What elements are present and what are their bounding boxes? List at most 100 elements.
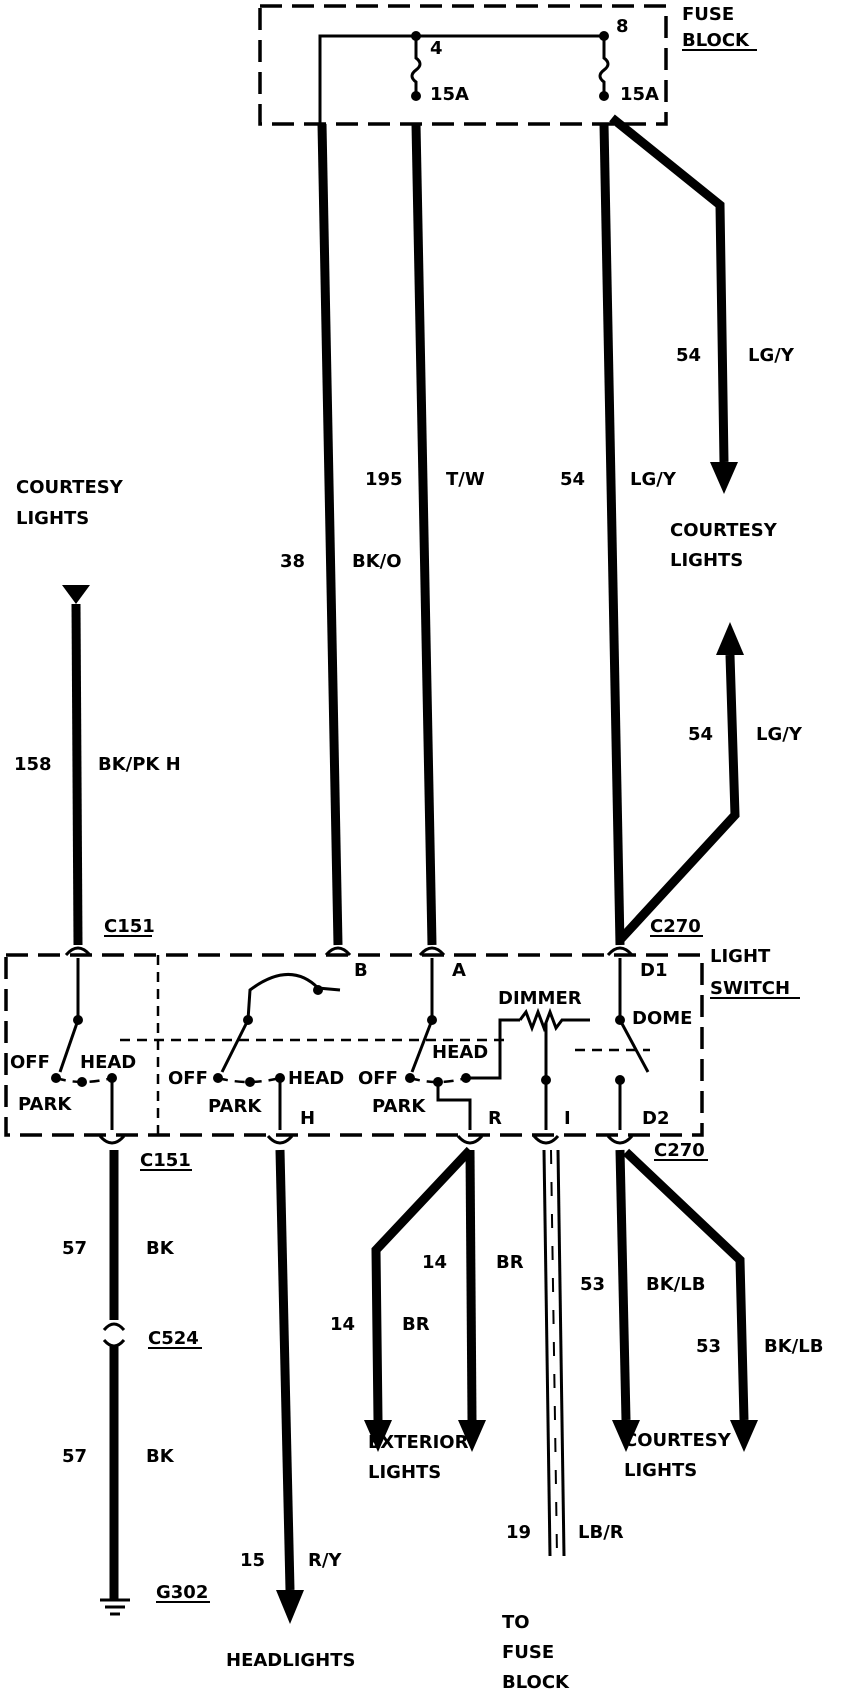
- fuse-block-outline: [258, 4, 668, 126]
- connector-c524: C524: [148, 1328, 199, 1349]
- light-switch-outline: [4, 953, 704, 1137]
- wire-14-right: [465, 1149, 477, 1421]
- pin-b: B: [354, 960, 368, 981]
- wire-57-top-number: 57: [62, 1238, 87, 1259]
- arrow-up-icon: [716, 622, 744, 655]
- fuse-bus: [318, 34, 606, 124]
- wire-54-lower: [616, 654, 740, 944]
- dimmer-label: DIMMER: [498, 988, 582, 1009]
- headlights-label: HEADLIGHTS: [226, 1650, 355, 1671]
- arrow-down-icon: [62, 585, 90, 604]
- courtesy-top-right-line2: LIGHTS: [670, 550, 743, 571]
- wire-53-left-color: BK/LB: [646, 1274, 705, 1295]
- wire-54-main-color: LG/Y: [630, 469, 677, 490]
- arrow-down-icon: [710, 462, 738, 494]
- courtesy-bottom-line1: COURTESY: [624, 1430, 732, 1451]
- connector-icon: [324, 946, 352, 957]
- wire-53-left-number: 53: [580, 1274, 605, 1295]
- fuse-8-pin: 8: [616, 16, 629, 37]
- fuse-4-rating: 15A: [430, 84, 469, 105]
- wire-15: [275, 1149, 295, 1591]
- wire-57-bottom-color: BK: [146, 1446, 175, 1467]
- wire-19-number: 19: [506, 1522, 531, 1543]
- pin-a: A: [452, 960, 466, 981]
- connector-c270-bottom: C270: [654, 1140, 705, 1161]
- wire-57-top-color: BK: [146, 1238, 175, 1259]
- fuse-8-icon: [598, 36, 610, 96]
- wire-54-main-number: 54: [560, 469, 585, 490]
- light-switch-title-2: SWITCH: [710, 978, 790, 999]
- sw2-park: PARK: [208, 1096, 262, 1117]
- arrow-down-icon: [364, 1420, 392, 1452]
- pin-h: H: [300, 1108, 315, 1129]
- wire-195-color: T/W: [446, 469, 485, 490]
- courtesy-left-line2: LIGHTS: [16, 508, 89, 529]
- dome-label: DOME: [632, 1008, 692, 1029]
- wire-38: [317, 123, 343, 946]
- fuse-block: FUSE BLOCK 4 15A 8 15A: [258, 4, 757, 126]
- connector-c524-icon: [102, 1322, 126, 1332]
- wire-19-color: LB/R: [578, 1522, 624, 1543]
- courtesy-left-line1: COURTESY: [16, 477, 124, 498]
- courtesy-top-right-line1: COURTESY: [670, 520, 778, 541]
- wire-15-number: 15: [240, 1550, 265, 1571]
- wire-53-right-number: 53: [696, 1336, 721, 1357]
- wire-14-left: [371, 1146, 474, 1421]
- sw2-off: OFF: [168, 1068, 208, 1089]
- connector-g302: G302: [156, 1582, 208, 1603]
- exterior-line2: LIGHTS: [368, 1462, 441, 1483]
- fuse-8-rating: 15A: [620, 84, 659, 105]
- fuse-dest-line2: FUSE: [502, 1642, 554, 1663]
- sw3-off: OFF: [358, 1068, 398, 1089]
- connector-icon: [532, 1134, 560, 1145]
- wire-54-lower-color: LG/Y: [756, 724, 803, 745]
- light-switch: LIGHT SWITCH OFF HEAD PARK OFF HEAD PARK: [4, 946, 800, 1137]
- wire-158: [71, 603, 83, 946]
- pin-d2: D2: [642, 1108, 669, 1129]
- wire-158-number: 158: [14, 754, 52, 775]
- connector-c270-top: C270: [650, 916, 701, 937]
- sw1-off: OFF: [10, 1052, 50, 1073]
- arrow-down-icon: [458, 1420, 486, 1452]
- connector-icon: [98, 1134, 126, 1145]
- wire-54-upper-number: 54: [676, 345, 701, 366]
- courtesy-bottom-line2: LIGHTS: [624, 1460, 697, 1481]
- wire-57-bottom-number: 57: [62, 1446, 87, 1467]
- wire-195: [411, 123, 437, 946]
- wire-54-upper: [609, 114, 729, 463]
- wire-38-number: 38: [280, 551, 305, 572]
- pin-i: I: [564, 1108, 571, 1129]
- sw1-park: PARK: [18, 1094, 72, 1115]
- wire-14-left-number: 14: [330, 1314, 355, 1335]
- fuse-dest-line1: TO: [502, 1612, 530, 1633]
- wire-54-upper-color: LG/Y: [748, 345, 795, 366]
- connector-c151-top: C151: [104, 916, 155, 937]
- sw3-head: HEAD: [432, 1042, 488, 1063]
- sw3-park: PARK: [372, 1096, 426, 1117]
- connector-icon: [606, 1134, 634, 1145]
- arrow-down-icon: [730, 1420, 758, 1452]
- fuse-dest-line3: BLOCK: [502, 1672, 570, 1693]
- ground-icon: [100, 1598, 130, 1616]
- fuse-4-pin: 4: [430, 38, 443, 59]
- wire-14-right-number: 14: [422, 1252, 447, 1273]
- wire-14-right-color: BR: [496, 1252, 524, 1273]
- sw1-head: HEAD: [80, 1052, 136, 1073]
- fuse-block-title-2: BLOCK: [682, 30, 750, 51]
- wire-195-number: 195: [365, 469, 403, 490]
- connector-row-top: C151 C270: [64, 916, 703, 957]
- arrow-down-icon: [612, 1420, 640, 1452]
- wire-53-right: [622, 1148, 749, 1421]
- connector-icon: [418, 946, 446, 957]
- fuse-4-icon: [410, 36, 422, 96]
- wire-38-color: BK/O: [352, 551, 402, 572]
- arrow-down-icon: [276, 1590, 304, 1624]
- exterior-line1: EXTERIOR: [368, 1432, 469, 1453]
- light-switch-title-1: LIGHT: [710, 946, 771, 967]
- fuse-block-title-1: FUSE: [682, 4, 734, 25]
- wire-53-right-color: BK/LB: [764, 1336, 823, 1357]
- wire-15-color: R/Y: [308, 1550, 342, 1571]
- sw2-head: HEAD: [288, 1068, 344, 1089]
- connector-row-bottom: C151 C270: [98, 1134, 708, 1171]
